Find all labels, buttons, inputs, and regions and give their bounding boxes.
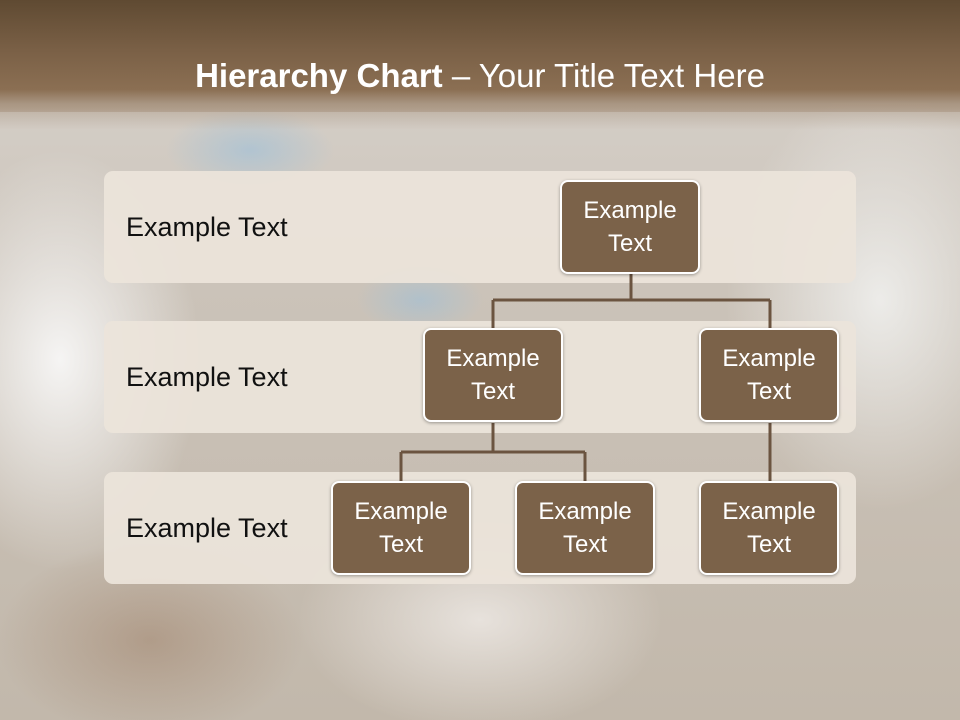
node-level3-a[interactable]: Example Text: [331, 481, 471, 575]
level-band-1: [104, 171, 856, 283]
level-label-3: Example Text: [126, 513, 288, 543]
node-level3-b[interactable]: Example Text: [515, 481, 655, 575]
node-level2-right[interactable]: Example Text: [699, 328, 839, 422]
node-level3-c[interactable]: Example Text: [699, 481, 839, 575]
title-bar: [0, 0, 960, 112]
node-level2-left[interactable]: Example Text: [423, 328, 563, 422]
slide-title-rest: – Your Title Text Here: [442, 57, 765, 94]
slide-title: Hierarchy Chart – Your Title Text Here: [0, 54, 960, 98]
title-bar-fade: [0, 104, 960, 130]
slide-title-bold: Hierarchy Chart: [195, 57, 443, 94]
node-root[interactable]: Example Text: [560, 180, 700, 274]
level-label-2: Example Text: [126, 362, 288, 392]
level-label-1: Example Text: [126, 212, 288, 242]
